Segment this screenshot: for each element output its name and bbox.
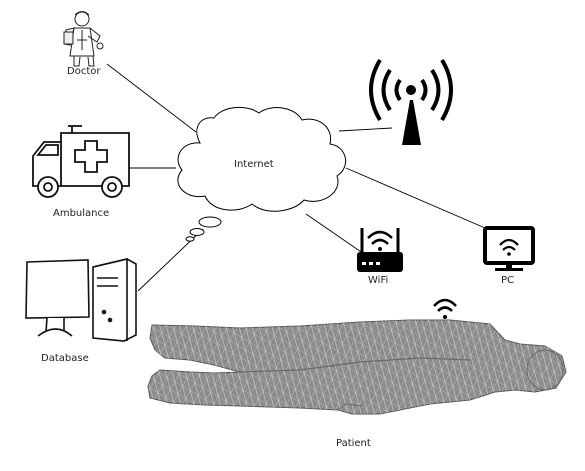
monitor-wifi-icon (483, 226, 535, 271)
ambulance-label: Ambulance (53, 208, 110, 219)
wifi-signal-icon (433, 298, 457, 319)
wireframe-body-icon (147, 319, 567, 415)
cloud-icon (177, 106, 347, 242)
internet-label: Internet (234, 159, 274, 170)
doctor-icon (63, 11, 104, 67)
wifi-router-icon (357, 228, 403, 272)
edge-doctor-internet (106, 63, 197, 133)
patient-label: Patient (336, 438, 371, 449)
edge-internet-wifi (305, 213, 368, 257)
connection-lines (106, 63, 486, 292)
database-label: Database (41, 353, 89, 364)
edge-internet-tower (338, 127, 393, 132)
ambulance-icon (32, 125, 130, 198)
wifi-label: WiFi (368, 275, 389, 286)
radio-tower-icon (369, 58, 453, 145)
computer-tower-icon (25, 257, 137, 342)
pc-label: PC (501, 275, 515, 286)
doctor-label: Doctor (67, 66, 101, 77)
edge-internet-pc (345, 167, 486, 229)
